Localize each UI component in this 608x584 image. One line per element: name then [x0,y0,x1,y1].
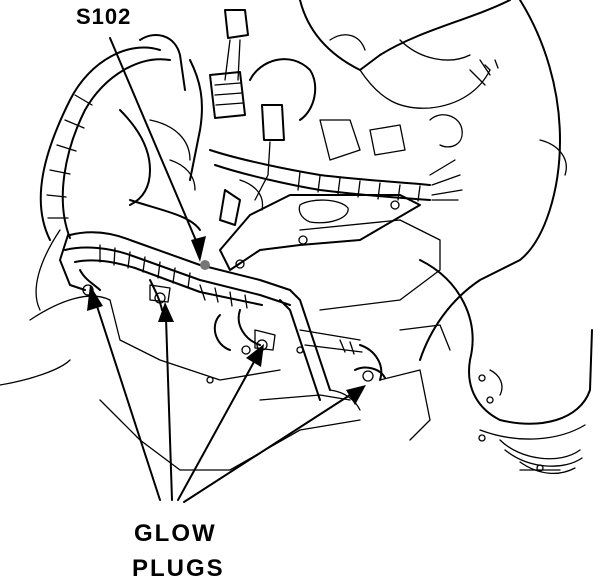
glow-plug-wiring [59,231,386,401]
lower-block [0,229,451,471]
s102-leader [109,37,210,270]
glow-label: GLOW [134,520,217,547]
s102-label: S102 [76,4,132,29]
wiring-harness [39,9,463,241]
plugs-label: PLUGS [132,555,225,582]
engine-block [249,0,593,474]
glow-plug-arrows [87,285,366,503]
bracket-plate [219,194,421,271]
